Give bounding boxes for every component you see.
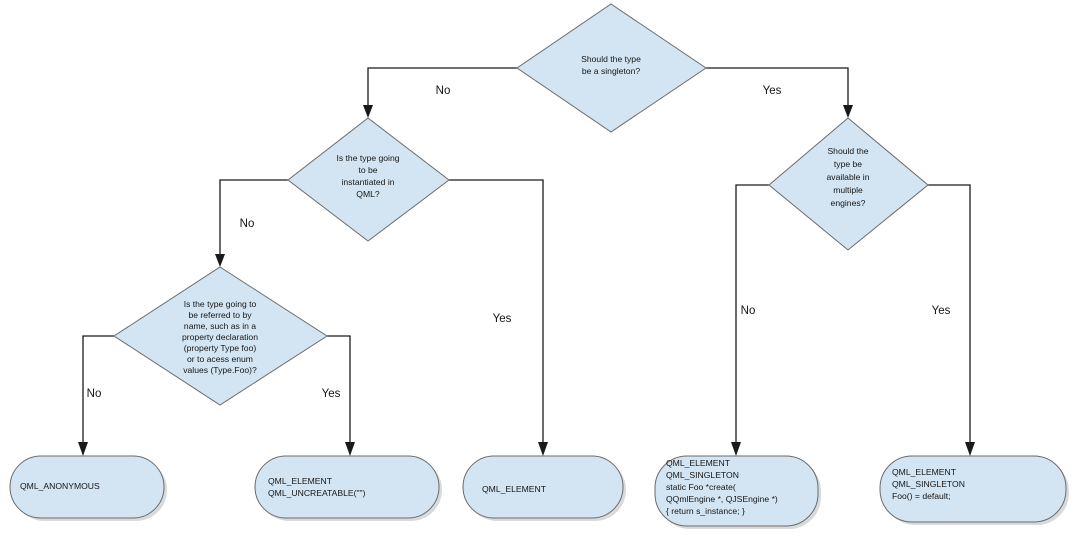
terminal-singleton-default-line-2: QML_SINGLETON [892,479,965,489]
terminal-uncreatable-line-1: QML_ELEMENT [268,476,333,486]
terminal-uncreatable-line-2: QML_UNCREATABLE("") [268,488,366,498]
terminal-element-line-1: QML_ELEMENT [482,484,547,494]
decision-instantiated-line-3: instantiated in [341,177,394,187]
decision-referred-line-5: (property Type foo) [184,343,257,353]
edge-label-engines-no: No [741,305,756,317]
decision-referred-line-6: or to acess enum [187,354,253,364]
decision-referred-line-4: property declaration [182,332,258,342]
terminal-singleton-default-line-1: QML_ELEMENT [892,467,957,477]
terminal-anonymous-line-1: QML_ANONYMOUS [20,481,100,491]
edge-label-referred-yes: Yes [322,388,341,400]
terminal-singleton-create-line-1: QML_ELEMENT [666,458,731,468]
decision-singleton-line-1: Should the type [581,54,641,64]
edge-engines-yes [928,184,975,456]
terminal-singleton-create-line-4: QQmlEngine *, QJSEngine *) [666,494,778,504]
edge-singleton-no [363,67,517,118]
edges-layer [78,67,975,456]
edge-label-referred-no: No [87,388,102,400]
edge-singleton-yes [706,67,853,118]
edge-label-engines-yes: Yes [932,305,951,317]
terminal-singleton-create-line-5: { return s_instance; } [666,506,745,516]
decision-is-type-instantiated-in-qml[interactable]: Is the type going to be instantiated in … [287,117,450,242]
edge-label-instantiated-yes: Yes [493,313,512,325]
terminal-qml-singleton-default[interactable]: QML_ELEMENT QML_SINGLETON Foo() = defaul… [879,455,1069,525]
edge-instantiated-no [215,179,288,267]
decision-referred-line-1: Is the type going to [184,299,257,309]
terminal-singleton-create-line-3: static Foo *create( [666,482,736,492]
edge-instantiated-yes [449,179,548,456]
decision-engines-line-1: Should the [827,146,868,156]
edge-label-singleton-yes: Yes [763,85,782,97]
terminal-singleton-default-line-3: Foo() = default; [892,491,951,501]
edge-label-singleton-no: No [436,85,451,97]
edge-labels-layer: No Yes No Yes No Yes No Yes [87,85,951,400]
decision-engines-line-2: type be [834,159,862,169]
terminal-qml-element[interactable]: QML_ELEMENT [462,455,626,521]
decision-referred-line-3: name, such as in a [184,321,256,331]
edge-label-instantiated-no: No [240,218,255,230]
decision-available-in-multiple-engines[interactable]: Should the type be available in multiple… [768,117,929,251]
decision-referred-line-2: be referred to by [188,310,252,320]
terminal-qml-singleton-create[interactable]: QML_ELEMENT QML_SINGLETON static Foo *cr… [654,455,821,529]
terminal-singleton-create-line-2: QML_SINGLETON [666,470,739,480]
decision-should-type-be-singleton[interactable]: Should the type be a singleton? [516,3,707,133]
terminal-qml-element-uncreatable[interactable]: QML_ELEMENT QML_UNCREATABLE("") [254,455,442,521]
edge-engines-no [731,184,769,456]
decision-instantiated-line-2: to be [358,165,377,175]
edge-referred-no [78,335,114,456]
decision-engines-line-3: available in [827,172,870,182]
edge-referred-yes [327,335,355,456]
decision-instantiated-line-1: Is the type going [336,153,399,163]
decision-is-type-referred-to-by-name[interactable]: Is the type going to be referred to by n… [113,266,328,406]
terminal-qml-anonymous[interactable]: QML_ANONYMOUS [9,455,167,521]
decision-singleton-line-2: be a singleton? [582,66,641,76]
decision-engines-line-5: engines? [831,198,866,208]
decision-engines-line-4: multiple [833,185,863,195]
decision-referred-line-7: values (Type.Foo)? [183,365,257,375]
decision-instantiated-line-4: QML? [356,189,380,199]
